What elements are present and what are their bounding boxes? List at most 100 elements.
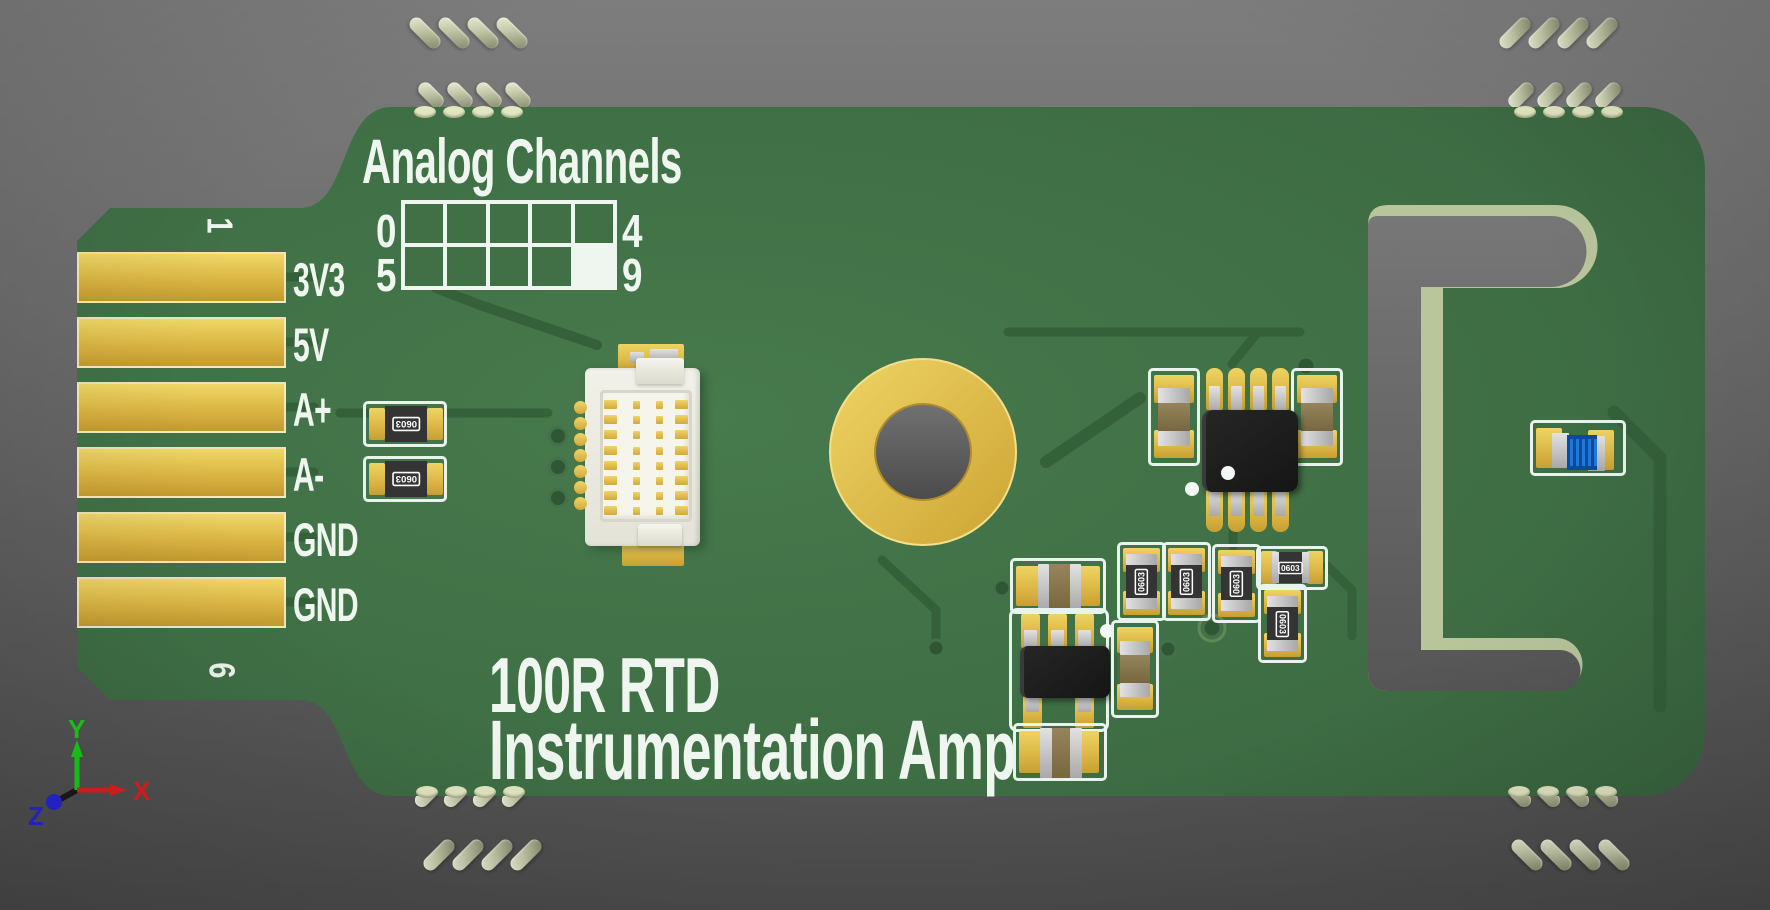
- ic-leg: [1275, 386, 1286, 412]
- connector-contact: [656, 461, 663, 470]
- resistor-marking: 0603: [1278, 561, 1303, 574]
- connector-contact: [675, 506, 688, 516]
- amplifier-ic: [1202, 410, 1298, 492]
- pad: [427, 463, 443, 495]
- pin-number-6: 6: [201, 662, 243, 678]
- channel-cell-0: [405, 204, 444, 243]
- channel-cell-2: [489, 204, 529, 243]
- cap-terminal: [1158, 388, 1190, 403]
- silkscreen-dot: [1185, 482, 1199, 496]
- edge-pad-A+: [77, 382, 286, 433]
- channel-cell-4: [574, 204, 613, 243]
- pin-base: [1595, 786, 1617, 798]
- capacitor-body: [1301, 403, 1333, 431]
- connector-contact: [604, 400, 617, 409]
- connector-contact: [633, 461, 640, 470]
- pin-number-1: 1: [199, 217, 241, 233]
- capacitor-body: [1052, 728, 1070, 778]
- cap-terminal: [1038, 564, 1049, 610]
- cap-terminal: [1070, 728, 1082, 778]
- connector-contact: [675, 491, 688, 501]
- connector-contact: [656, 507, 663, 516]
- z-axis-label: Z: [28, 801, 44, 831]
- resistor-marking: 0603: [392, 416, 420, 432]
- pin-label-5V: 5V: [293, 318, 329, 371]
- capacitor-body: [1158, 403, 1190, 431]
- ic-leg: [1253, 386, 1264, 412]
- grid-label-5: 5: [376, 249, 396, 301]
- pin-base: [1508, 786, 1530, 798]
- resistor-marking: 0603: [1134, 568, 1149, 595]
- grid-label-4: 4: [622, 205, 642, 257]
- connector-contact: [633, 477, 640, 485]
- connector-contact: [633, 446, 640, 455]
- connector-cavity: [600, 390, 692, 522]
- resistor-body: 0603: [1126, 565, 1157, 598]
- grid-label-9: 9: [622, 249, 642, 301]
- edge-pad-5V: [77, 317, 286, 368]
- connector-contact: [656, 446, 663, 455]
- connector-contact: [675, 430, 688, 440]
- ic-leg: [1231, 386, 1242, 412]
- channel-cell-3: [532, 204, 571, 243]
- pin-base: [503, 786, 525, 798]
- connector-contact: [604, 430, 617, 440]
- pad: [427, 408, 443, 440]
- connector-contact: [656, 431, 663, 440]
- pad: [1307, 551, 1323, 584]
- resistor-body: 0603: [1278, 552, 1303, 583]
- channel-cell-1: [447, 204, 486, 243]
- cap-terminal: [1301, 431, 1333, 446]
- resistor-marking: 0603: [1179, 568, 1194, 595]
- axis-gizmo: Y X Z: [28, 714, 151, 831]
- edge-pad-A-: [77, 447, 286, 498]
- channel-cell-5: [405, 247, 444, 286]
- resistor-terminal: [1221, 556, 1252, 567]
- pin-label-3V3: 3V3: [293, 253, 345, 306]
- connector-contact: [633, 492, 640, 501]
- pad: [369, 408, 385, 440]
- cap-terminal: [1120, 641, 1150, 655]
- connector-tab-top: [636, 358, 684, 384]
- capacitor-body: [1049, 564, 1070, 610]
- connector-tab-bottom: [638, 524, 682, 546]
- sot-leg: [1026, 696, 1039, 712]
- resistor-marking: 0603: [392, 471, 420, 487]
- edge-pad-GND: [77, 512, 286, 563]
- ic-leg: [1253, 490, 1264, 516]
- resistor-body: 0603: [1267, 607, 1298, 640]
- cap-terminal: [1301, 388, 1333, 403]
- analog-channel-grid: [401, 200, 617, 290]
- sot-leg: [1078, 696, 1091, 712]
- connector-contact: [656, 492, 663, 501]
- pin-base: [443, 106, 465, 118]
- edge-pad-3V3: [77, 252, 286, 303]
- pad: [369, 463, 385, 495]
- resistor-body: 0603: [1171, 565, 1202, 598]
- pad: [1016, 566, 1040, 606]
- resistor-terminal: [1221, 600, 1252, 611]
- connector-contact: [656, 416, 663, 425]
- pin-base: [1543, 106, 1565, 118]
- pin-label-GND: GND: [293, 513, 359, 566]
- channel-cell-9: [574, 247, 613, 286]
- pin-base: [416, 786, 438, 798]
- pin-base: [414, 106, 436, 118]
- pin-base: [1572, 106, 1594, 118]
- connector-contact: [675, 445, 688, 455]
- connector-contact: [633, 401, 640, 409]
- cap-terminal: [1070, 564, 1081, 610]
- pin-base: [1566, 786, 1588, 798]
- grid-label-0: 0: [376, 205, 396, 257]
- connector-pin-bump: [574, 449, 587, 462]
- connector-contact: [604, 491, 617, 501]
- sot23-transistor: [1020, 646, 1110, 698]
- connector-contact: [675, 476, 688, 485]
- connector-pin-bump: [574, 401, 587, 414]
- pin-base: [501, 106, 523, 118]
- pin-base: [445, 786, 467, 798]
- connector-contact: [604, 445, 617, 455]
- pin-label-A+: A+: [293, 383, 332, 436]
